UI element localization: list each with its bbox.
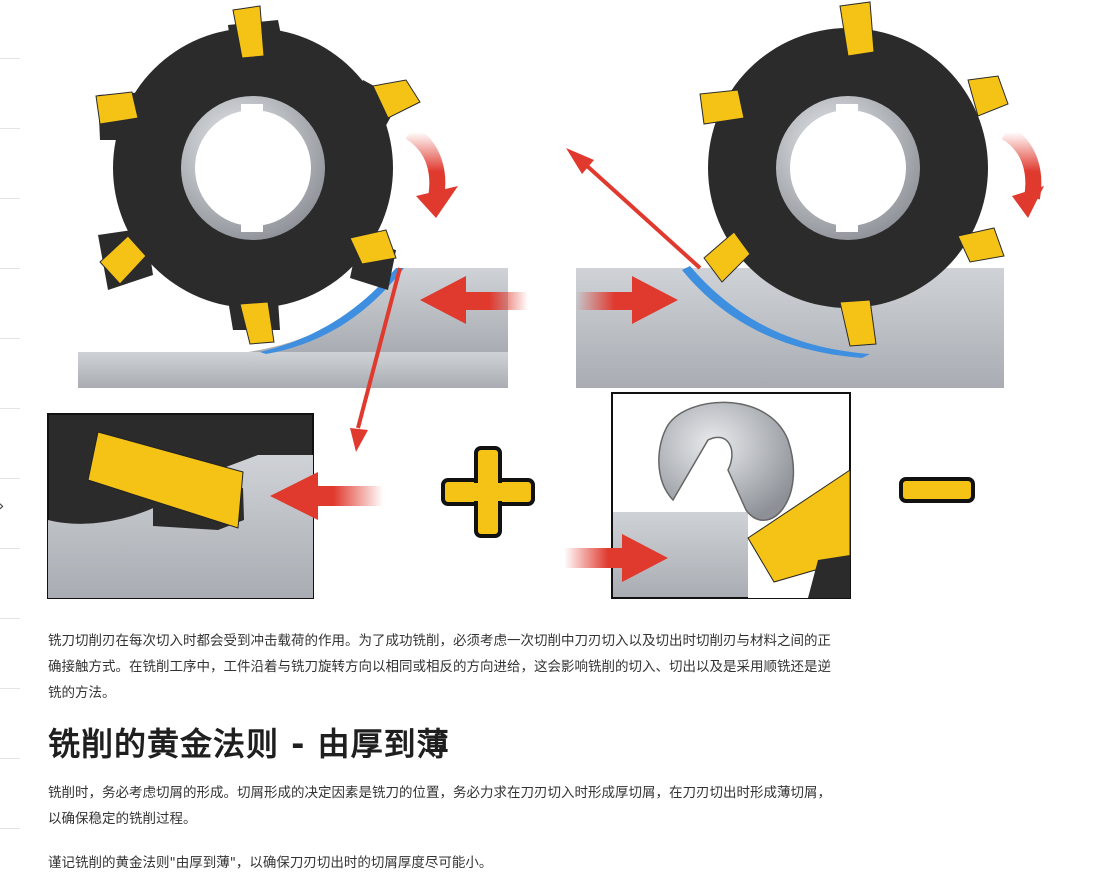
sidebar-divider bbox=[0, 548, 20, 549]
insert-1 bbox=[839, 1, 875, 57]
sidebar-divider bbox=[0, 128, 20, 129]
sidebar-divider bbox=[0, 198, 20, 199]
sidebar-divider bbox=[0, 758, 20, 759]
sidebar-divider bbox=[0, 58, 20, 59]
insert-4 bbox=[99, 235, 147, 285]
feed-arrow-detail-left-icon bbox=[270, 472, 318, 520]
sidebar-divider bbox=[0, 268, 20, 269]
insert-4 bbox=[703, 231, 751, 283]
rotation-arrow-right-icon bbox=[1012, 186, 1044, 218]
curled-chip bbox=[658, 401, 795, 521]
insert-detail-left bbox=[87, 431, 244, 529]
feed-arrow-detail-right-icon bbox=[622, 534, 668, 582]
insert-3 bbox=[95, 91, 139, 125]
sidebar-divider bbox=[0, 828, 20, 829]
section-heading: 铣削的黄金法则 - 由厚到薄 bbox=[48, 725, 450, 763]
rotation-arrow-left-icon bbox=[416, 186, 458, 218]
insert-5 bbox=[957, 227, 1005, 263]
sidebar-divider bbox=[0, 688, 20, 689]
milling-illustration bbox=[28, 0, 1050, 620]
insert-6 bbox=[239, 301, 275, 345]
plus-sign-icon bbox=[441, 446, 535, 538]
detail-panel-thin-chip bbox=[564, 392, 851, 599]
insert-1 bbox=[232, 5, 265, 59]
sidebar-rail bbox=[0, 0, 22, 875]
sidebar-divider bbox=[0, 618, 20, 619]
section-paragraph: 铣削时，务必考虑切屑的形成。切屑形成的决定因素是铣刀的位置，务必力求在刀刃切入时… bbox=[48, 785, 831, 827]
workpiece-left-base bbox=[78, 352, 508, 388]
minus-sign-icon bbox=[899, 477, 975, 503]
milling-diagram-svg bbox=[47, 1, 1044, 599]
insert-3 bbox=[699, 89, 745, 125]
sidebar-divider bbox=[0, 338, 20, 339]
feed-arrow-left-icon bbox=[420, 276, 466, 324]
insert-2 bbox=[372, 79, 421, 119]
rule-paragraph: 谨记铣削的黄金法则"由厚到薄"，以确保刀刃切出时的切屑厚度尽可能小。 bbox=[48, 855, 493, 871]
detail-panel-thick-chip bbox=[47, 413, 383, 599]
chip-direction-arrow-right-icon bbox=[566, 148, 594, 174]
sidebar-divider bbox=[0, 408, 20, 409]
insert-6 bbox=[839, 299, 877, 347]
chip-direction-arrow-left-icon bbox=[350, 428, 368, 452]
insert-5 bbox=[349, 229, 397, 265]
feed-arrow-right-icon bbox=[632, 276, 678, 324]
sidebar-divider bbox=[0, 478, 20, 479]
milling-cutter-right bbox=[699, 1, 1009, 347]
chevron-right-icon[interactable]: › bbox=[0, 498, 4, 514]
insert-2 bbox=[967, 75, 1009, 117]
intro-paragraph: 铣刀切削刃在每次切入时都会受到冲击载荷的作用。为了成功铣削，必须考虑一次切削中刀… bbox=[48, 633, 831, 701]
milling-cutter-left bbox=[95, 5, 421, 345]
